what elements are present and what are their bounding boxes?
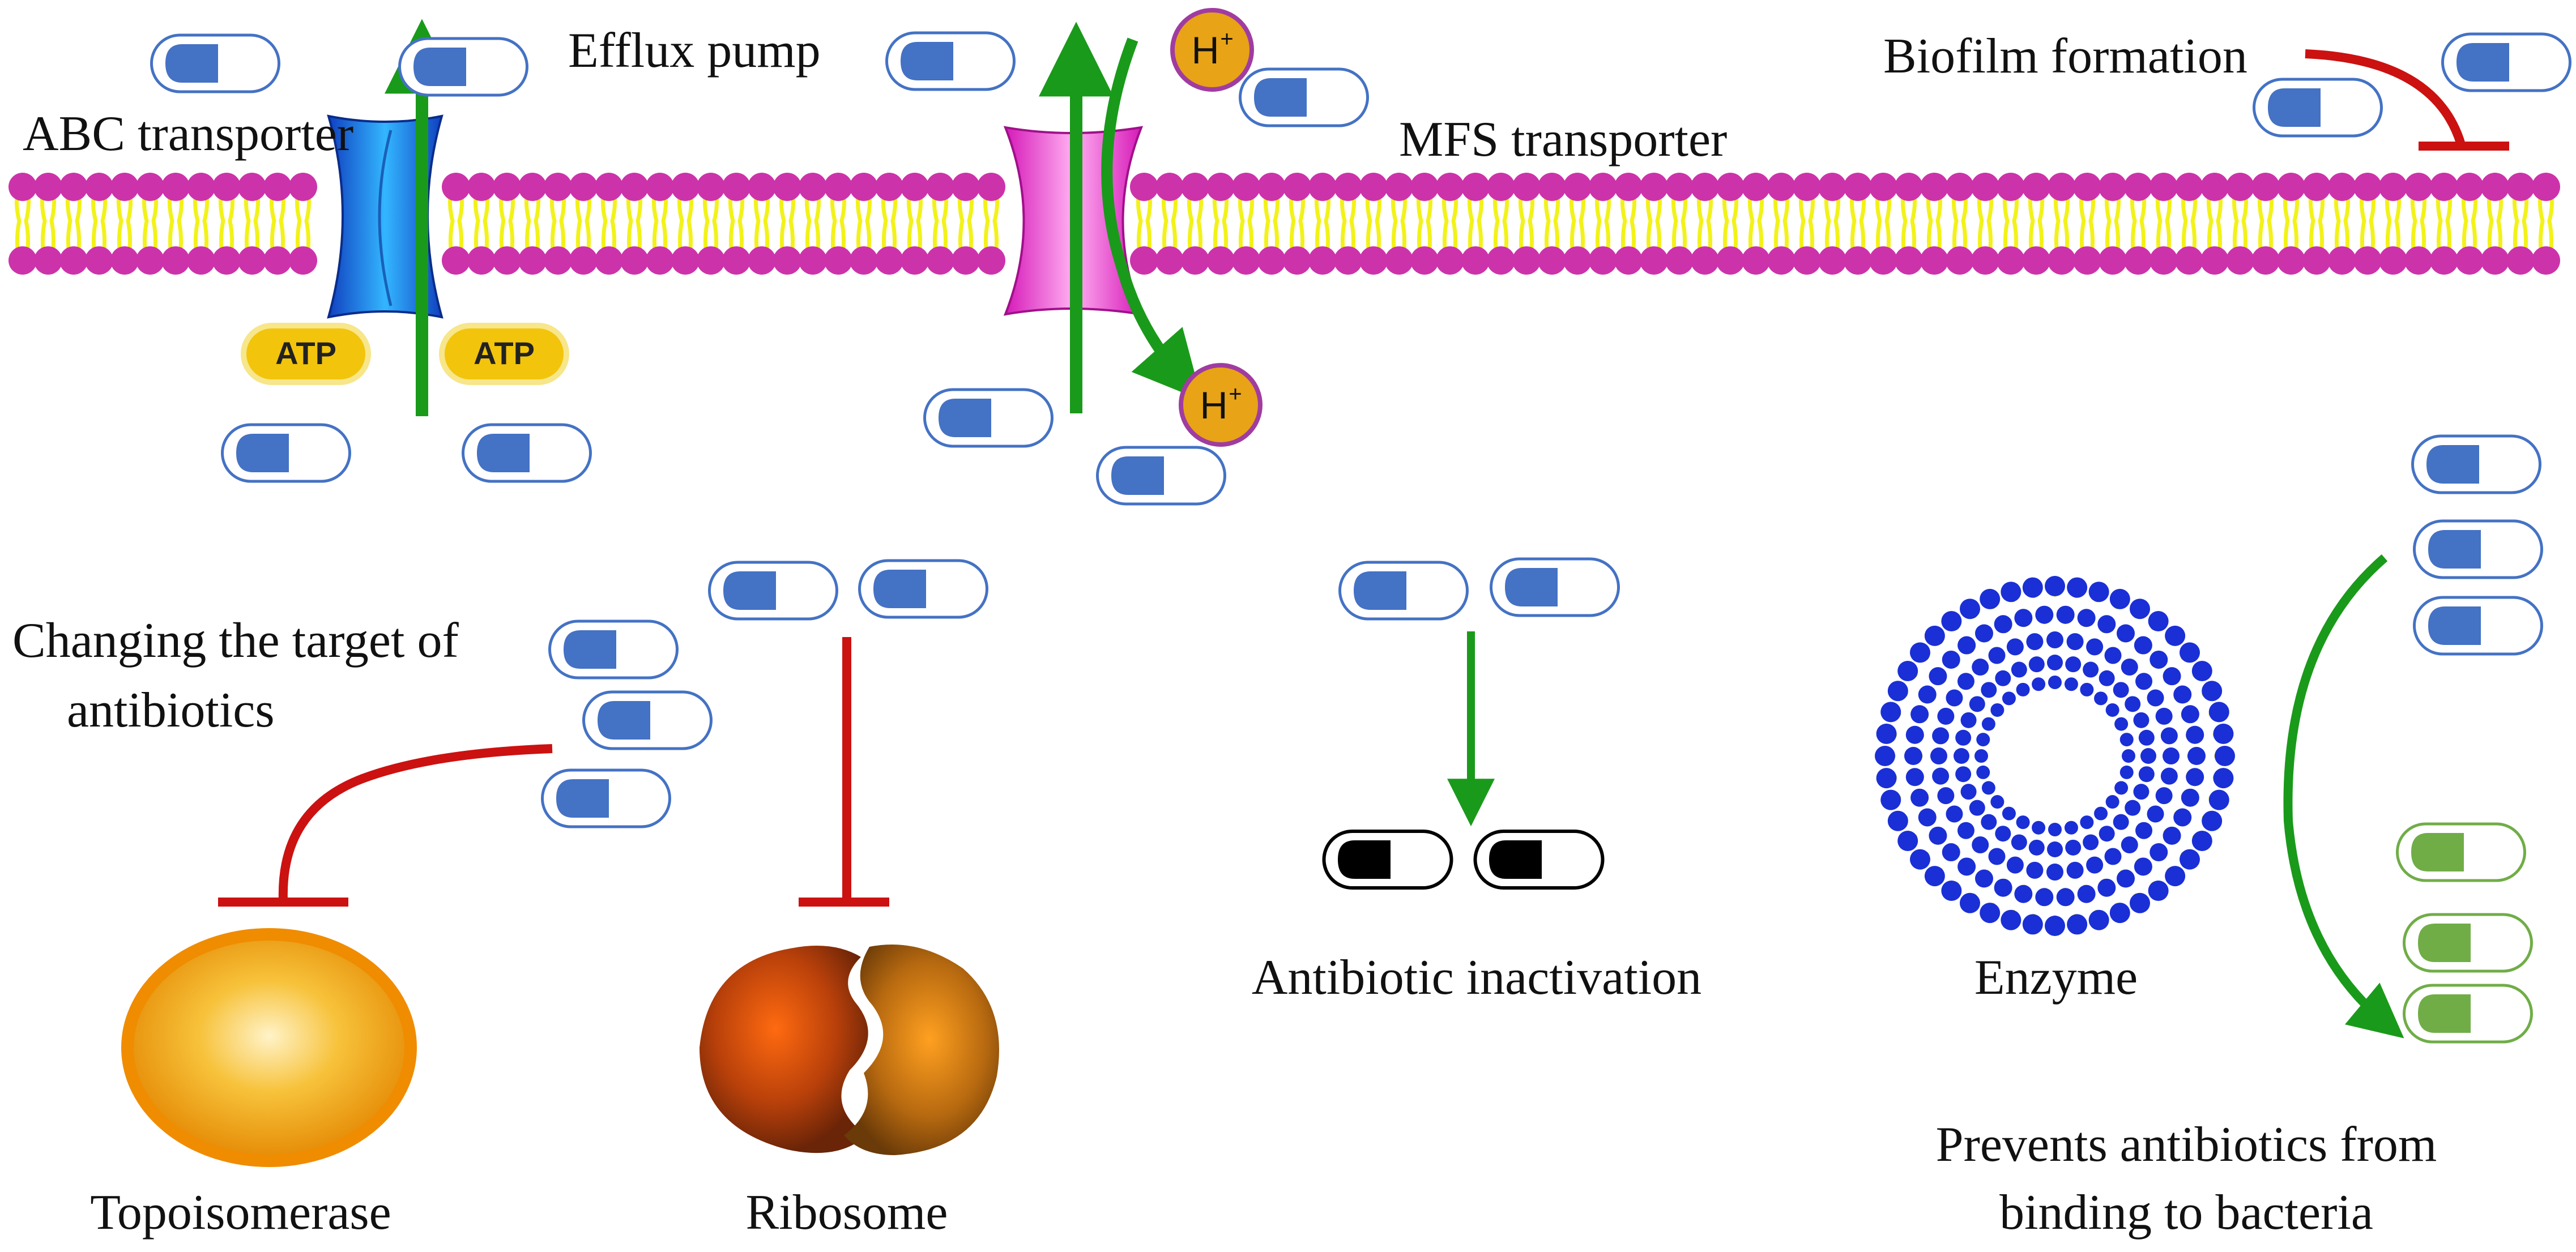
antibiotic-capsule-blue <box>1239 67 1369 127</box>
antibiotic-capsule-blue <box>462 423 592 483</box>
changing-target-label-line2: antibiotics <box>67 683 275 738</box>
target-inhibition-line <box>278 744 553 901</box>
antibiotic-capsule-blue <box>1490 557 1620 617</box>
antibiotic-capsule-blue <box>150 33 280 93</box>
antibiotic-capsule-blue <box>1338 561 1469 621</box>
antibiotic-capsule-black <box>1473 830 1605 890</box>
proton-charge-top: + <box>1220 27 1233 52</box>
antibiotic-capsule-blue <box>548 619 679 680</box>
prevents-binding-label-line2: binding to bacteria <box>1999 1185 2373 1240</box>
enzyme-label: Enzyme <box>1974 950 2138 1005</box>
mfs-transporter-label: MFS transporter <box>1399 112 1727 167</box>
antibiotic-capsule-blue <box>582 690 713 750</box>
lipid-bilayer-membrane <box>8 173 2566 275</box>
antibiotic-capsule-green <box>2396 822 2526 882</box>
atp-label-right: ATP <box>474 335 535 371</box>
efflux-pump-label: Efflux pump <box>568 23 821 78</box>
biofilm-inhibition-line <box>2305 49 2466 146</box>
changing-target-label-line1: Changing the target of <box>12 613 459 668</box>
enzyme-vesicle <box>1875 576 2235 936</box>
biofilm-formation-label: Biofilm formation <box>1883 29 2247 84</box>
antibiotic-molecules <box>150 31 2571 1044</box>
antibiotic-capsule-blue <box>708 561 838 621</box>
proton-symbol-top: H <box>1191 29 1219 72</box>
ribosome-structure <box>700 944 999 1155</box>
prevents-binding-label-line1: Prevents antibiotics from <box>1936 1117 2437 1172</box>
antibiotic-capsule-blue <box>858 559 988 619</box>
antibiotic-capsule-blue <box>398 37 528 97</box>
atp-badge-left: ATP <box>241 323 371 385</box>
proton-badge-bottom: H + <box>1179 363 1263 447</box>
topoisomerase-label: Topoisomerase <box>90 1185 391 1240</box>
antibiotic-capsule-blue <box>885 31 1016 91</box>
ribosome-label: Ribosome <box>746 1185 948 1240</box>
proton-badge-top: H + <box>1170 8 1254 92</box>
antibiotic-capsule-blue <box>2411 434 2541 494</box>
antibiotic-inactivation-label: Antibiotic inactivation <box>1252 950 1701 1005</box>
atp-label-left: ATP <box>275 335 336 371</box>
antibiotic-capsule-blue <box>923 388 1054 448</box>
proton-symbol-bottom: H <box>1200 384 1227 427</box>
antibiotic-capsule-green <box>2403 913 2533 973</box>
proton-charge-bottom: + <box>1229 382 1242 407</box>
atp-badge-right: ATP <box>439 323 569 385</box>
antibiotic-capsule-blue <box>1096 446 1226 506</box>
antibiotic-capsule-blue <box>2413 519 2543 579</box>
abc-transporter-label: ABC transporter <box>23 106 353 161</box>
antibiotic-capsule-blue <box>541 768 671 828</box>
antibiotic-capsule-black <box>1322 830 1453 890</box>
topoisomerase-enzyme <box>121 928 417 1167</box>
antibiotic-capsule-blue <box>2413 596 2543 656</box>
antibiotic-capsule-green <box>2403 984 2533 1044</box>
binding-prevention-arrow <box>2283 554 2404 1039</box>
antibiotic-capsule-blue <box>221 423 351 483</box>
antibiotic-capsule-blue <box>2253 78 2383 138</box>
antibiotic-capsule-blue <box>2441 32 2571 92</box>
proton-influx-arrow <box>1101 37 1202 400</box>
